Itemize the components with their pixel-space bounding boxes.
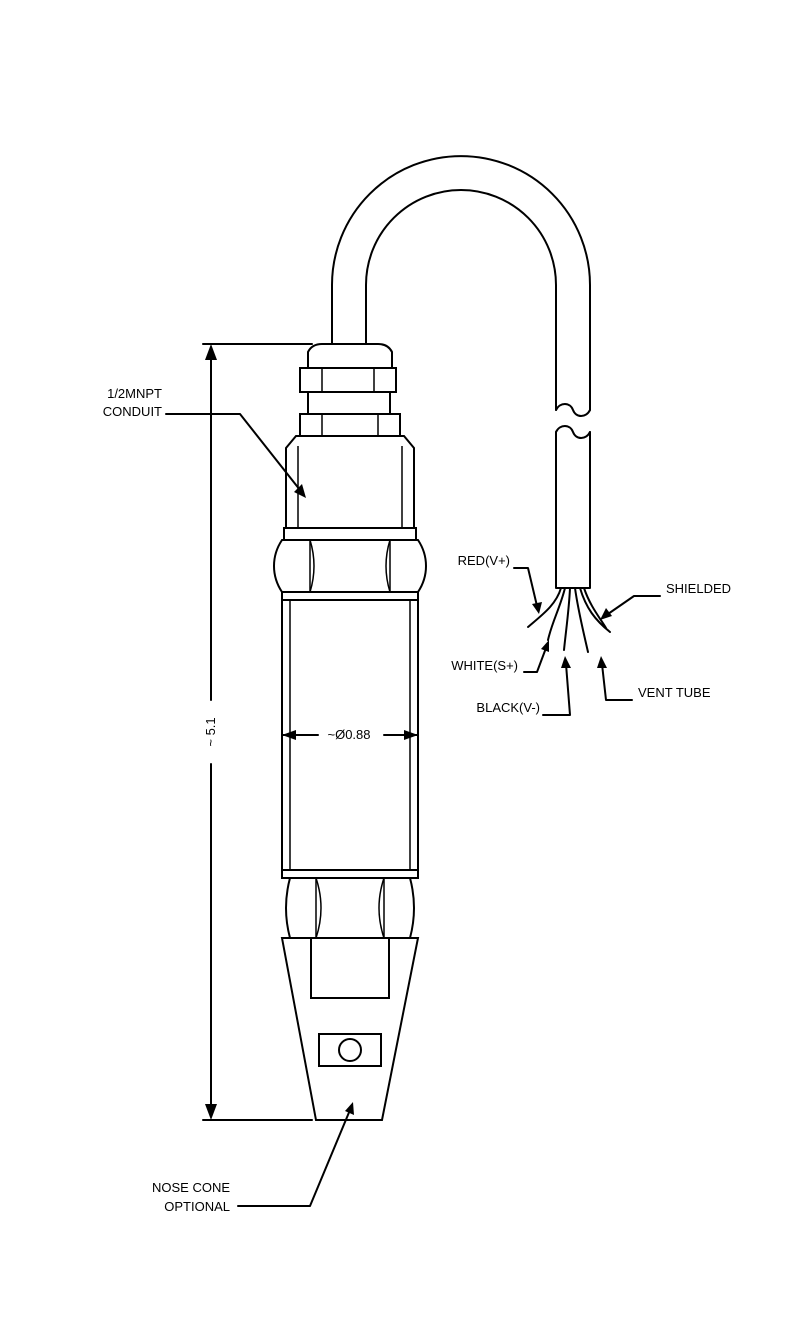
cable-end-segment: [555, 431, 591, 589]
cable-outer-line: [331, 155, 591, 411]
conduit-nut: [299, 413, 401, 437]
black-leader-arrow: [561, 656, 571, 668]
nose-label-line1: NOSE CONE: [152, 1180, 230, 1195]
length-arrow-bottom: [205, 1104, 217, 1120]
nose-cone: [280, 937, 420, 1121]
white-label: WHITE(S+): [451, 658, 518, 673]
vent-leader: [601, 663, 633, 701]
nose-label-line2: OPTIONAL: [164, 1199, 230, 1214]
vent-label: VENT TUBE: [638, 685, 711, 700]
upper-hex-nut: [272, 539, 428, 593]
black-leader: [542, 663, 571, 716]
nose-leader-arrow: [345, 1102, 354, 1115]
cable-break-top: [555, 403, 591, 417]
red-label: RED(V+): [458, 553, 510, 568]
red-leader: [513, 567, 538, 607]
wire-shield-2: [583, 587, 607, 629]
diameter-arrow-right: [404, 730, 418, 740]
wire-white: [547, 587, 566, 641]
cable-break-bottom: [555, 425, 591, 439]
diameter-arrow-left: [282, 730, 296, 740]
gland-cap: [307, 343, 393, 369]
labels: 1/2MNPT CONDUIT RED(V+) SHIELDED WHITE(S…: [103, 386, 731, 1214]
shielded-label: SHIELDED: [666, 581, 731, 596]
leaders: [165, 413, 661, 1207]
housing-body: [285, 435, 415, 529]
nose-leader: [237, 1109, 351, 1207]
wire-shield: [579, 587, 611, 633]
cable: [331, 155, 591, 589]
length-arrow-top: [205, 344, 217, 360]
cylinder-collar-bottom: [281, 869, 419, 879]
lower-hex-nut: [285, 877, 415, 939]
nose-cone-port: [310, 937, 390, 999]
housing: [283, 435, 417, 541]
white-leader-arrow: [541, 640, 549, 652]
cable-inner-line: [365, 189, 557, 411]
cylinder-collar-top: [281, 591, 419, 601]
conduit-leader-arrow: [294, 484, 306, 498]
vent-leader-arrow: [597, 656, 607, 668]
upper-hex-outline: [272, 539, 428, 593]
length-label: ~ 5.1: [203, 717, 218, 746]
cable-gland: [299, 343, 401, 437]
conduit-leader: [165, 413, 301, 491]
black-label: BLACK(V-): [476, 700, 540, 715]
lower-hex-outline: [285, 877, 415, 939]
housing-flange: [283, 527, 417, 541]
diameter-label: ~Ø0.88: [327, 727, 370, 742]
wire-black: [563, 587, 571, 651]
length-dimension: ~ 5.1: [202, 343, 313, 1121]
nose-cone-hole: [338, 1038, 362, 1062]
shielded-leader-arrow: [600, 608, 612, 620]
gland-body: [307, 391, 391, 415]
wire-vent: [574, 587, 589, 653]
conduit-label-line1: 1/2MNPT: [107, 386, 162, 401]
wire-red: [527, 587, 562, 628]
gland-nut: [299, 367, 397, 393]
red-leader-arrow: [532, 602, 542, 614]
wires: [527, 587, 611, 653]
shielded-leader: [607, 595, 661, 615]
conduit-label-line2: CONDUIT: [103, 404, 162, 419]
diameter-dimension: ~Ø0.88: [281, 727, 419, 742]
white-leader: [523, 647, 547, 673]
